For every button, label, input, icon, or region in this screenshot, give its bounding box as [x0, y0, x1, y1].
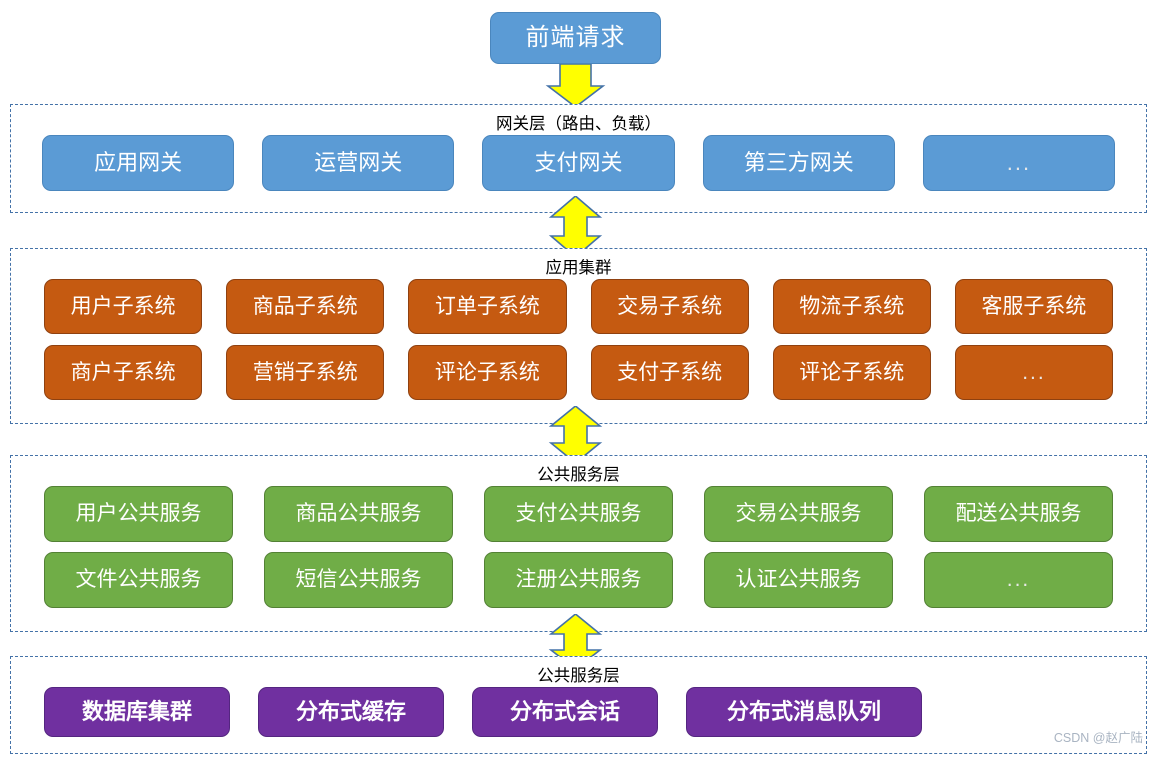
chip-thirdparty-gateway[interactable]: 第三方网关 — [702, 134, 895, 191]
chip-distributed-cache[interactable]: 分布式缓存 — [258, 686, 444, 737]
layer-app-cluster-rows: 用户子系统 商品子系统 订单子系统 交易子系统 物流子系统 客服子系统 商户子系… — [11, 278, 1146, 400]
layer-infrastructure: 公共服务层 数据库集群 分布式缓存 分布式会话 分布式消息队列 — [10, 656, 1147, 754]
layer-gateway-rows: 应用网关 运营网关 支付网关 第三方网关 ... — [11, 134, 1146, 191]
chip-merchant-subsystem[interactable]: 商户子系统 — [44, 344, 203, 400]
chip-ops-gateway[interactable]: 运营网关 — [262, 134, 455, 191]
chip-row: 商户子系统 营销子系统 评论子系统 支付子系统 评论子系统 ... — [44, 344, 1114, 400]
chip-auth-public-service[interactable]: 认证公共服务 — [704, 551, 893, 608]
arrow-entry-to-gateway — [545, 64, 606, 108]
chip-product-public-service[interactable]: 商品公共服务 — [264, 485, 453, 542]
watermark: CSDN @赵广陆 — [1053, 730, 1143, 745]
chip-registration-public-service[interactable]: 注册公共服务 — [484, 551, 673, 608]
chip-gateway-more[interactable]: ... — [922, 134, 1116, 191]
layer-public-service: 公共服务层 用户公共服务 商品公共服务 支付公共服务 交易公共服务 配送公共服务… — [10, 455, 1147, 632]
chip-app-gateway[interactable]: 应用网关 — [42, 134, 235, 191]
chip-comment-subsystem[interactable]: 评论子系统 — [408, 344, 567, 400]
chip-service-more[interactable]: ... — [924, 551, 1113, 608]
chip-user-public-service[interactable]: 用户公共服务 — [44, 485, 233, 542]
entry-node[interactable]: 前端请求 — [490, 12, 661, 64]
layer-public-service-rows: 用户公共服务 商品公共服务 支付公共服务 交易公共服务 配送公共服务 文件公共服… — [11, 485, 1146, 608]
chip-user-subsystem[interactable]: 用户子系统 — [44, 278, 203, 334]
layer-gateway: 网关层（路由、负载） 应用网关 运营网关 支付网关 第三方网关 ... — [10, 104, 1147, 213]
chip-payment-subsystem[interactable]: 支付子系统 — [590, 344, 749, 400]
chip-row: 文件公共服务 短信公共服务 注册公共服务 认证公共服务 ... — [44, 551, 1113, 608]
chip-row: 应用网关 运营网关 支付网关 第三方网关 ... — [42, 134, 1116, 191]
layer-app-cluster-title: 应用集群 — [545, 259, 612, 277]
chip-distributed-session[interactable]: 分布式会话 — [472, 686, 658, 737]
chip-row: 用户公共服务 商品公共服务 支付公共服务 交易公共服务 配送公共服务 — [44, 485, 1113, 542]
chip-marketing-subsystem[interactable]: 营销子系统 — [226, 344, 385, 400]
chip-sms-public-service[interactable]: 短信公共服务 — [264, 551, 453, 608]
chip-file-public-service[interactable]: 文件公共服务 — [44, 551, 233, 608]
chip-logistics-subsystem[interactable]: 物流子系统 — [772, 278, 931, 334]
chip-transaction-subsystem[interactable]: 交易子系统 — [590, 278, 749, 334]
chip-payment-public-service[interactable]: 支付公共服务 — [484, 485, 673, 542]
layer-infrastructure-title: 公共服务层 — [537, 667, 620, 685]
layer-gateway-title: 网关层（路由、负载） — [496, 115, 661, 133]
chip-product-subsystem[interactable]: 商品子系统 — [226, 278, 385, 334]
chip-transaction-public-service[interactable]: 交易公共服务 — [704, 485, 893, 542]
layer-infrastructure-rows: 数据库集群 分布式缓存 分布式会话 分布式消息队列 — [11, 686, 1146, 737]
layer-app-cluster: 应用集群 用户子系统 商品子系统 订单子系统 交易子系统 物流子系统 客服子系统… — [10, 248, 1147, 424]
chip-row: 数据库集群 分布式缓存 分布式会话 分布式消息队列 — [44, 686, 1113, 737]
chip-app-more[interactable]: ... — [954, 344, 1114, 400]
chip-order-subsystem[interactable]: 订单子系统 — [408, 278, 567, 334]
layer-public-service-title: 公共服务层 — [537, 466, 620, 484]
chip-pay-gateway[interactable]: 支付网关 — [482, 134, 675, 191]
entry-node-label: 前端请求 — [525, 24, 626, 51]
chip-comment-subsystem-2[interactable]: 评论子系统 — [772, 344, 931, 400]
chip-distributed-message-queue[interactable]: 分布式消息队列 — [686, 686, 922, 737]
chip-customerservice-subsystem[interactable]: 客服子系统 — [954, 278, 1114, 334]
chip-database-cluster[interactable]: 数据库集群 — [44, 686, 230, 737]
chip-row: 用户子系统 商品子系统 订单子系统 交易子系统 物流子系统 客服子系统 — [44, 278, 1114, 334]
chip-delivery-public-service[interactable]: 配送公共服务 — [924, 485, 1113, 542]
